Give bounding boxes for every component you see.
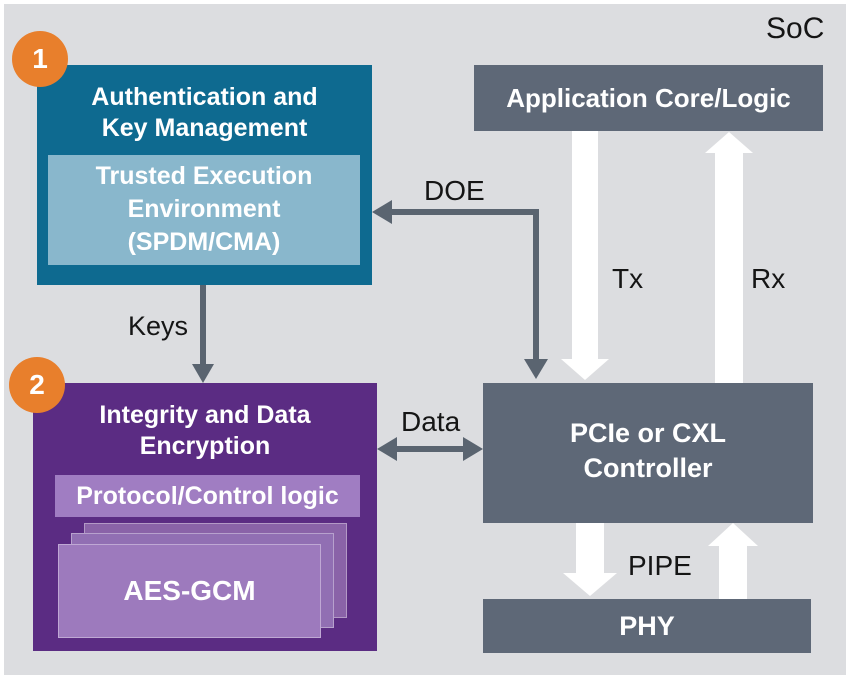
doe-label: DOE — [424, 175, 485, 206]
tx-arrowhead-down — [561, 359, 609, 380]
integrity-title-line1: Integrity and Data — [99, 401, 311, 429]
pipe-down-arrow-shaft — [576, 523, 604, 574]
phy-block: PHY — [483, 599, 811, 653]
controller-line1: PCIe or CXL — [569, 418, 727, 448]
keys-label: Keys — [128, 311, 189, 341]
data-label: Data — [401, 406, 461, 437]
tee-line2: Environment — [127, 195, 281, 223]
pipe-arrowhead-up — [708, 523, 758, 546]
step-2-badge: 2 — [9, 357, 65, 413]
trusted-execution-environment-block: Trusted Execution Environment (SPDM/CMA) — [48, 155, 360, 265]
pipe-up-arrow-shaft — [719, 545, 747, 599]
data-arrow-line — [392, 446, 478, 452]
auth-title-line1: Authentication and — [91, 83, 318, 111]
doe-arrow-vline — [533, 209, 539, 359]
pipe-arrowhead-down — [563, 573, 617, 596]
doe-arrow-hline — [390, 209, 539, 215]
aes-gcm-block: AES-GCM — [58, 544, 321, 638]
keys-arrowhead-down — [192, 364, 214, 383]
tee-line1: Trusted Execution — [95, 162, 313, 190]
application-core-logic-block: Application Core/Logic — [474, 65, 823, 131]
tx-label: Tx — [612, 263, 644, 294]
doe-arrowhead-down — [524, 359, 548, 379]
integrity-title-line2: Encryption — [139, 432, 271, 460]
controller-line2: Controller — [583, 453, 713, 483]
pipe-label: PIPE — [628, 550, 692, 581]
auth-key-management-block: Authentication and Key Management Truste… — [37, 65, 372, 285]
auth-title-line2: Key Management — [101, 114, 308, 142]
soc-label: SoC — [766, 12, 825, 45]
keys-arrow-line — [200, 285, 206, 364]
tee-line3: (SPDM/CMA) — [127, 228, 281, 256]
step-1-badge: 1 — [12, 31, 68, 87]
data-arrowhead-right — [463, 437, 483, 461]
integrity-encryption-block: Integrity and Data Encryption Protocol/C… — [33, 383, 377, 651]
doe-arrowhead-left — [372, 200, 392, 224]
data-arrowhead-left — [377, 437, 397, 461]
tx-arrow-shaft — [572, 131, 598, 359]
rx-arrow-shaft — [715, 152, 743, 383]
pcie-cxl-controller-block: PCIe or CXL Controller — [483, 383, 813, 523]
rx-arrowhead-up — [705, 132, 753, 153]
protocol-control-logic-bar: Protocol/Control logic — [55, 475, 360, 517]
rx-label: Rx — [751, 263, 786, 294]
